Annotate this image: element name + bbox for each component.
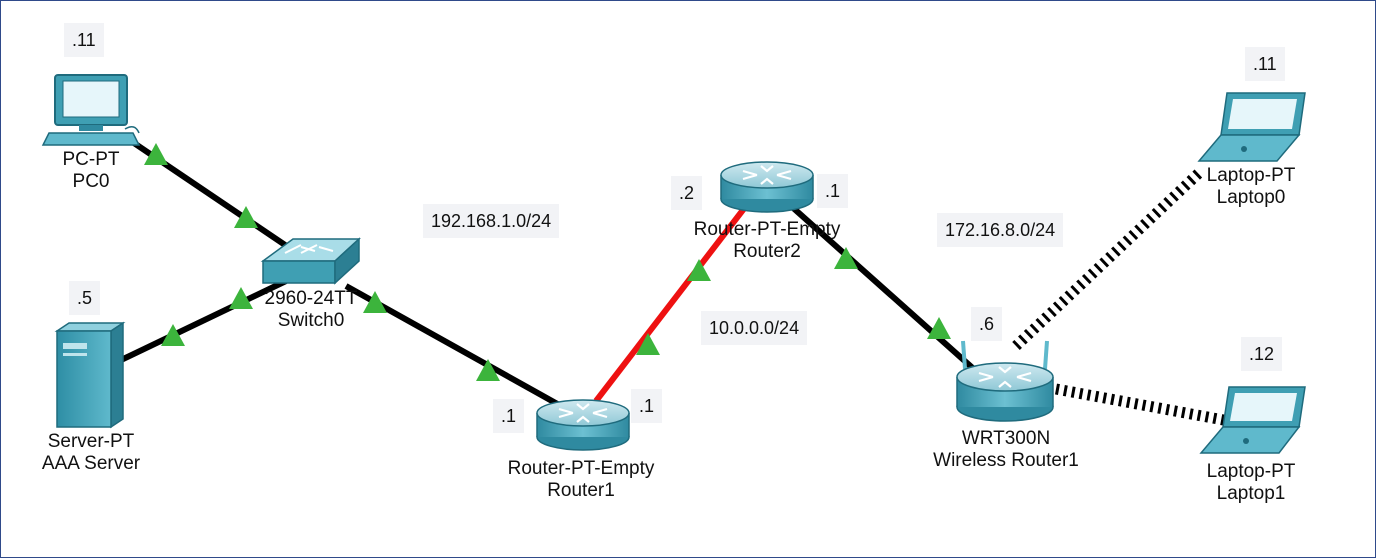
device-name: PC0 bbox=[72, 171, 110, 192]
link-up-indicator bbox=[161, 324, 185, 346]
device-label-wrt: WRT300N Wireless Router1 bbox=[911, 428, 1101, 472]
device-name: Laptop0 bbox=[1216, 187, 1286, 208]
ip-note-server: .5 bbox=[69, 281, 101, 315]
ip-note-laptop0: .11 bbox=[1245, 47, 1285, 81]
device-model: Router-PT-Empty bbox=[693, 219, 841, 240]
device-model: Router-PT-Empty bbox=[507, 458, 655, 479]
link-up-indicator bbox=[636, 333, 660, 355]
device-model: Laptop-PT bbox=[1206, 165, 1296, 186]
network-note-lan2: 172.16.8.0/24 bbox=[937, 213, 1064, 247]
device-label-pc0: PC-PT PC0 bbox=[31, 149, 151, 193]
link-up-indicator bbox=[927, 317, 951, 339]
link-up-indicator bbox=[144, 143, 168, 165]
device-name: Router1 bbox=[547, 480, 615, 501]
link-router2-wrt bbox=[789, 203, 978, 374]
link-up-indicator bbox=[234, 206, 258, 228]
device-label-laptop1: Laptop-PT Laptop1 bbox=[1186, 461, 1316, 505]
ip-note-router2-left: .2 bbox=[671, 176, 703, 210]
device-name: AAA Server bbox=[41, 453, 141, 474]
device-model: 2960-24TT bbox=[264, 288, 358, 309]
device-name: Wireless Router1 bbox=[933, 450, 1079, 471]
device-model: PC-PT bbox=[62, 149, 120, 170]
link-up-indicator bbox=[363, 291, 387, 313]
device-name: Laptop1 bbox=[1216, 483, 1286, 504]
link-up-indicator bbox=[834, 247, 858, 269]
device-model: WRT300N bbox=[961, 428, 1051, 449]
ip-note-router1-left: .1 bbox=[493, 399, 525, 433]
device-label-server: Server-PT AAA Server bbox=[11, 431, 171, 475]
link-router1-router2 bbox=[593, 204, 749, 403]
ip-note-pc0: .11 bbox=[64, 23, 104, 57]
ip-note-router1-right: .1 bbox=[631, 389, 663, 423]
device-label-switch0: 2960-24TT Switch0 bbox=[246, 288, 376, 332]
device-model: Server-PT bbox=[47, 431, 135, 452]
link-up-indicator bbox=[229, 287, 253, 309]
wireless-router-icon[interactable] bbox=[956, 340, 1054, 422]
link-up-indicator bbox=[476, 359, 500, 381]
network-note-wan: 10.0.0.0/24 bbox=[701, 311, 808, 345]
wireless-link-laptop0 bbox=[1012, 167, 1205, 350]
device-name: Router2 bbox=[733, 241, 801, 262]
laptop-icon[interactable] bbox=[1199, 386, 1306, 454]
device-name: Switch0 bbox=[277, 310, 345, 331]
link-up-indicator bbox=[687, 259, 711, 281]
server-icon[interactable] bbox=[54, 321, 126, 429]
laptop-icon[interactable] bbox=[1197, 92, 1306, 162]
device-label-router2: Router-PT-Empty Router2 bbox=[677, 219, 857, 263]
router-icon[interactable] bbox=[720, 161, 814, 213]
link-server-switch0 bbox=[117, 278, 288, 364]
link-status-group bbox=[144, 143, 951, 381]
ip-note-laptop1: .12 bbox=[1241, 337, 1283, 371]
ip-note-router2-right: .1 bbox=[817, 174, 849, 208]
ip-note-wrt: .6 bbox=[971, 307, 1003, 341]
router-icon[interactable] bbox=[536, 399, 630, 451]
device-model: Laptop-PT bbox=[1206, 461, 1296, 482]
pc-icon[interactable] bbox=[41, 74, 141, 146]
network-note-lan1: 192.168.1.0/24 bbox=[423, 204, 560, 238]
wireless-link-laptop1 bbox=[1054, 383, 1231, 427]
device-label-laptop0: Laptop-PT Laptop0 bbox=[1186, 165, 1316, 209]
switch-icon[interactable] bbox=[260, 237, 361, 285]
device-label-router1: Router-PT-Empty Router1 bbox=[491, 458, 671, 502]
